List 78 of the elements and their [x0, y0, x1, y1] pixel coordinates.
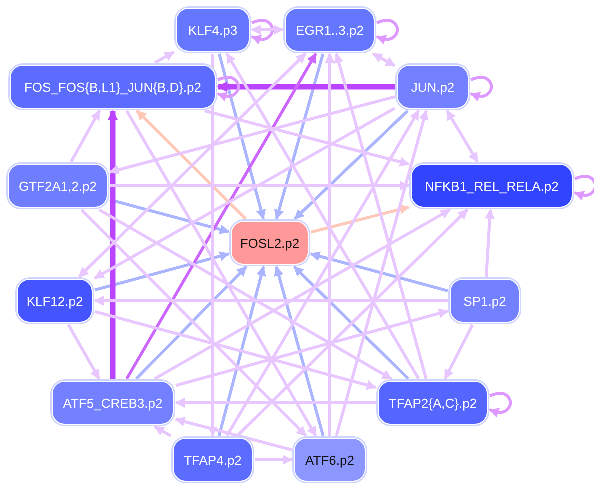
node-label: KLF4.p3	[188, 22, 238, 38]
arrow	[274, 266, 325, 436]
arrow	[94, 107, 396, 280]
gene-node-box	[397, 65, 469, 109]
arrow	[94, 296, 448, 306]
arrow	[218, 266, 266, 436]
arrow	[251, 18, 274, 45]
arrow	[154, 426, 172, 438]
arrow	[255, 455, 293, 465]
arrow	[372, 52, 396, 68]
arrow	[310, 252, 448, 292]
arrow	[446, 110, 479, 163]
node-label: FOS_FOS{B,L1}_JUN{B,D}.p2	[24, 80, 202, 94]
gene-node-box	[52, 381, 174, 425]
gene-node-box	[378, 381, 488, 425]
arrow	[94, 252, 230, 292]
arrow	[294, 110, 409, 220]
gene-node-box	[17, 279, 93, 323]
arrow	[126, 53, 318, 380]
node-label: GTF2A1,2.p2	[18, 178, 98, 194]
arrow	[98, 208, 392, 380]
arrow	[217, 82, 395, 92]
node-label: JUN.p2	[411, 80, 455, 94]
node-label: KLF12.p2	[26, 294, 84, 308]
gene-node-box	[285, 8, 375, 52]
arrow	[335, 110, 429, 436]
arrow	[574, 174, 594, 201]
node-label: TFAP2{A,C}.p2	[388, 396, 478, 410]
gene-node-box	[10, 65, 216, 109]
arrow	[135, 266, 248, 380]
arrow	[310, 204, 410, 234]
arrow	[325, 53, 335, 436]
node-label: TFAP4.p2	[184, 452, 242, 468]
arrow	[67, 324, 101, 380]
arrow	[110, 198, 230, 234]
arrow	[226, 110, 420, 437]
gene-node-box	[176, 8, 250, 52]
node-label: EGR1..3.p2	[296, 22, 364, 38]
arrow	[176, 308, 449, 388]
arrow	[444, 324, 474, 380]
arrow	[236, 208, 469, 438]
node-label: NFKB1_REL_RELA.p2	[425, 178, 559, 194]
arrow	[489, 392, 512, 418]
node-label: ATF5_CREB3.p2	[63, 396, 163, 410]
arrow	[293, 266, 410, 380]
gene-node-box	[411, 164, 573, 208]
arrow	[484, 209, 495, 278]
arrow	[108, 110, 118, 379]
arrow	[274, 54, 325, 220]
node-label: FOSL2.p2	[240, 236, 300, 250]
arrow	[154, 50, 175, 64]
arrow	[154, 208, 451, 380]
arrow	[80, 208, 308, 438]
arrow	[126, 110, 318, 437]
arrow	[217, 76, 240, 102]
gene-node-box	[450, 279, 520, 323]
gene-node-box	[8, 164, 108, 208]
arrow	[109, 96, 396, 175]
gene-node-box	[173, 438, 253, 482]
node-label: SP1.p2	[464, 294, 506, 308]
arrow	[175, 417, 292, 452]
arrow	[70, 110, 101, 163]
arrow	[136, 110, 247, 220]
arrow	[226, 53, 420, 380]
arrow	[110, 181, 410, 191]
arrow	[218, 54, 266, 220]
arrow	[251, 25, 284, 35]
gene-node-box	[294, 438, 366, 482]
arrow	[78, 52, 307, 278]
gene-node-box	[231, 221, 309, 265]
arrow	[204, 110, 410, 167]
arrow	[470, 76, 494, 102]
arrow	[208, 54, 218, 437]
arrow	[175, 398, 376, 408]
arrow	[94, 310, 377, 390]
arrow	[334, 53, 428, 380]
arrow	[376, 18, 400, 45]
node-label: ATF6.p2	[306, 452, 354, 468]
